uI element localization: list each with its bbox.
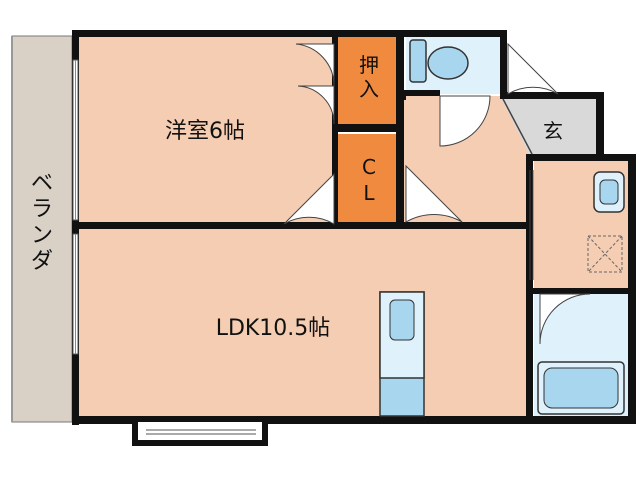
washroom-sliding-door (529, 170, 534, 280)
door-swings (283, 42, 591, 345)
veranda (11, 35, 73, 423)
washbasin-icon (593, 171, 625, 213)
oshiire-storage (338, 36, 400, 128)
ldk-floor (78, 226, 530, 418)
entrance-label: 玄 (543, 119, 563, 143)
toilet-icon (409, 39, 469, 83)
western-room-floor (78, 36, 334, 226)
kitchen-counter (379, 291, 425, 417)
kitchen-sink-icon (389, 299, 415, 341)
bathtub-icon (537, 361, 625, 415)
veranda-label: ベランダ (31, 171, 53, 274)
western-room-label: 洋室6帖 (165, 119, 245, 144)
entrance-step (502, 98, 533, 155)
washing-machine-pan-icon (587, 235, 623, 273)
ldk-label: LDK10.5帖 (216, 316, 331, 341)
oshiire-label: 押入 (359, 53, 379, 101)
walls (72, 30, 636, 446)
closet-storage (338, 134, 400, 224)
bay-window (138, 422, 262, 440)
left-windows (72, 59, 79, 355)
